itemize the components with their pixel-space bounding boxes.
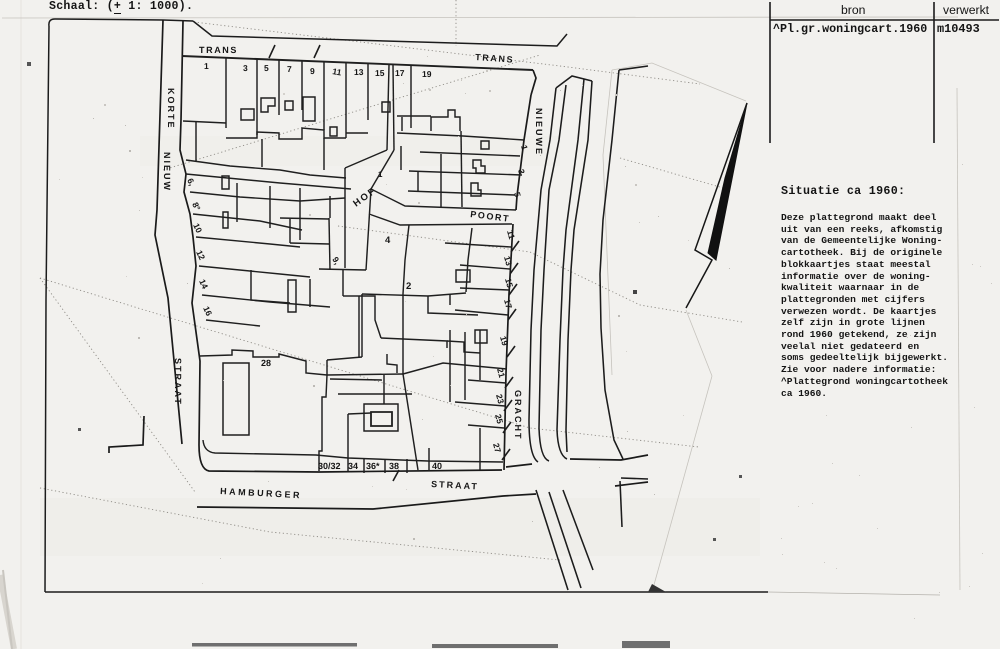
svg-text:34: 34 [348,461,358,471]
svg-text:TRANS: TRANS [475,52,515,65]
svg-text:POORT: POORT [470,209,511,224]
svg-text:16: 16 [201,305,214,318]
svg-text:5: 5 [512,191,523,198]
svg-text:NIEUW: NIEUW [162,152,172,192]
svg-text:13: 13 [354,67,364,77]
svg-text:4: 4 [385,235,391,246]
svg-text:17: 17 [395,68,405,78]
svg-text:28: 28 [261,358,271,368]
svg-text:KORTE: KORTE [166,88,176,130]
svg-text:HOF: HOF [351,185,379,209]
svg-text:9,: 9, [330,255,342,266]
svg-text:GRACHT: GRACHT [513,390,523,441]
svg-text:19: 19 [498,335,510,347]
svg-text:13: 13 [502,255,514,267]
svg-text:14: 14 [197,278,210,291]
svg-text:9: 9 [310,66,315,76]
svg-text:17: 17 [502,298,514,310]
svg-text:8°: 8° [190,201,203,213]
svg-text:25: 25 [493,413,505,425]
svg-text:5: 5 [264,63,269,73]
svg-text:10: 10 [191,222,204,235]
svg-text:23: 23 [494,393,506,405]
svg-text:1: 1 [519,144,530,151]
svg-text:19: 19 [422,69,432,79]
svg-text:2: 2 [406,281,411,292]
svg-text:7: 7 [287,64,292,74]
svg-text:15: 15 [503,277,515,289]
svg-text:11: 11 [505,229,517,241]
svg-text:38: 38 [389,461,399,471]
svg-text:36*: 36* [366,461,380,471]
svg-text:12: 12 [194,249,207,262]
svg-text:HAMBURGER: HAMBURGER [220,486,302,500]
svg-text:15: 15 [375,68,385,78]
svg-text:STRAAT: STRAAT [431,479,479,491]
svg-text:40: 40 [432,461,442,471]
svg-text:TRANS: TRANS [199,45,238,55]
svg-text:1: 1 [204,61,209,71]
svg-text:11: 11 [332,66,343,77]
svg-text:27: 27 [491,442,503,454]
svg-text:1: 1 [378,170,383,179]
svg-text:3: 3 [243,63,248,73]
svg-text:3: 3 [516,168,527,175]
svg-text:30/32: 30/32 [318,461,341,471]
svg-text:NIEUWE: NIEUWE [534,108,544,156]
svg-text:6,: 6, [185,177,197,188]
svg-text:21: 21 [495,367,507,379]
svg-text:STRAAT: STRAAT [173,358,183,406]
